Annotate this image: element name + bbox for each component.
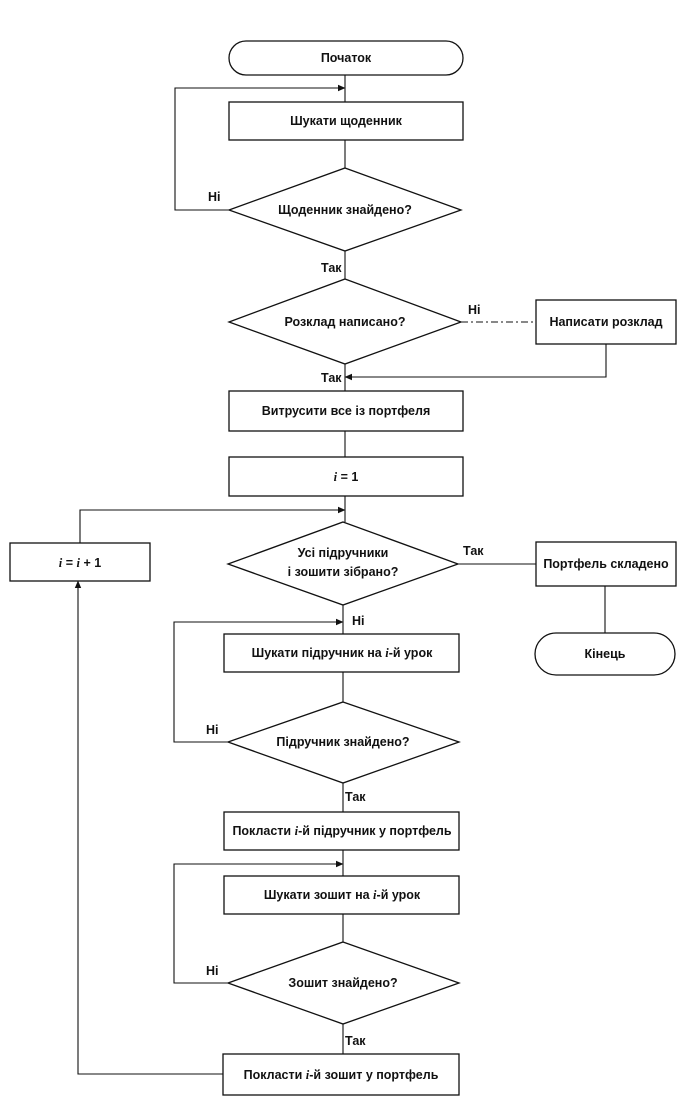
end-terminator	[534, 632, 676, 676]
search-textbook-text: Шукати підручник на	[252, 646, 386, 660]
edge-label-no-textbook: Ні	[206, 723, 219, 737]
start-terminator	[228, 40, 464, 76]
diary-found-label: Щоденник знайдено?	[278, 203, 412, 217]
search-textbook-box	[223, 633, 460, 673]
edge-labels: Ні Так Ні Так Так Ні Ні Так Ні Так	[206, 190, 484, 1048]
notebook-found-diamond	[226, 941, 461, 1025]
edge-label-yes-diary: Так	[321, 261, 342, 275]
schedule-written-diamond	[227, 278, 463, 365]
edge-label-yes-notebook: Так	[345, 1034, 366, 1048]
edge-label-no-notebook: Ні	[206, 964, 219, 978]
var-i: i	[306, 1068, 310, 1082]
var-i: i	[59, 556, 63, 570]
search-textbook-suffix: -й урок	[389, 646, 433, 660]
schedule-written-label: Розклад написано?	[284, 315, 405, 329]
put-notebook-suffix: -й зошит у портфель	[309, 1068, 438, 1082]
var-i: i	[295, 824, 299, 838]
search-textbook-label: Шукати підручник на i-й урок	[252, 646, 433, 660]
increment-eq: =	[62, 556, 76, 570]
connectors	[74, 75, 607, 1075]
textbook-found-diamond	[226, 701, 461, 784]
var-i: i	[385, 646, 389, 660]
textbook-found-label: Підручник знайдено?	[276, 735, 409, 749]
edge-label-no-diary: Ні	[208, 190, 221, 204]
put-textbook-box	[223, 811, 460, 851]
var-i: i	[373, 888, 377, 902]
put-notebook-text: Покласти	[244, 1068, 306, 1082]
edge-put-notebook-to-increment	[74, 580, 223, 1075]
write-schedule-label: Написати розклад	[549, 315, 662, 329]
increment-rest: + 1	[80, 556, 101, 570]
search-notebook-box	[223, 875, 460, 915]
init-i-box	[228, 456, 464, 497]
edge-label-yes-schedule: Так	[321, 371, 342, 385]
var-i: i	[334, 470, 338, 484]
node-labels: Початок Шукати щоденник Щоденник знайден…	[59, 51, 669, 1082]
edge-label-yes-textbook: Так	[345, 790, 366, 804]
edge-textbook-not-found-loop	[173, 618, 344, 743]
all-collected-label-line2: і зошити зібрано?	[288, 565, 399, 579]
var-i: i	[77, 556, 81, 570]
search-diary-label: Шукати щоденник	[290, 114, 403, 128]
search-diary-box	[228, 101, 464, 141]
search-notebook-text: Шукати зошит на	[264, 888, 373, 902]
increment-i-box	[9, 542, 151, 582]
edge-diary-not-found-loop	[174, 84, 346, 211]
edge-write-schedule-return	[344, 344, 607, 381]
init-i-label: i = 1	[334, 470, 359, 484]
shake-out-label: Витрусити все із портфеля	[262, 404, 431, 418]
edge-label-no-all-collected: Ні	[352, 614, 365, 628]
start-label: Початок	[321, 51, 372, 65]
increment-i-label: i = i + 1	[59, 556, 101, 570]
search-notebook-suffix: -й урок	[377, 888, 421, 902]
all-collected-label-line1: Усі підручники	[298, 546, 389, 560]
edge-increment-loop	[79, 506, 346, 543]
bag-packed-box	[535, 541, 677, 587]
search-notebook-label: Шукати зошит на i-й урок	[264, 888, 421, 902]
edge-label-yes-all-collected: Так	[463, 544, 484, 558]
diary-found-diamond	[227, 167, 463, 252]
shake-out-box	[228, 390, 464, 432]
put-notebook-box	[222, 1053, 460, 1096]
put-notebook-label: Покласти i-й зошит у портфель	[244, 1068, 439, 1082]
put-textbook-label: Покласти i-й підручник у портфель	[232, 824, 451, 838]
shapes	[9, 40, 677, 1096]
write-schedule-box	[535, 299, 677, 345]
bag-packed-label: Портфель складено	[543, 557, 669, 571]
put-textbook-suffix: -й підручник у портфель	[298, 824, 452, 838]
init-i-rest: = 1	[337, 470, 358, 484]
end-label: Кінець	[585, 647, 626, 661]
edge-label-no-schedule: Ні	[468, 303, 481, 317]
edge-notebook-not-found-loop	[173, 860, 344, 984]
all-collected-diamond	[226, 521, 460, 606]
notebook-found-label: Зошит знайдено?	[288, 976, 397, 990]
put-textbook-text: Покласти	[232, 824, 294, 838]
